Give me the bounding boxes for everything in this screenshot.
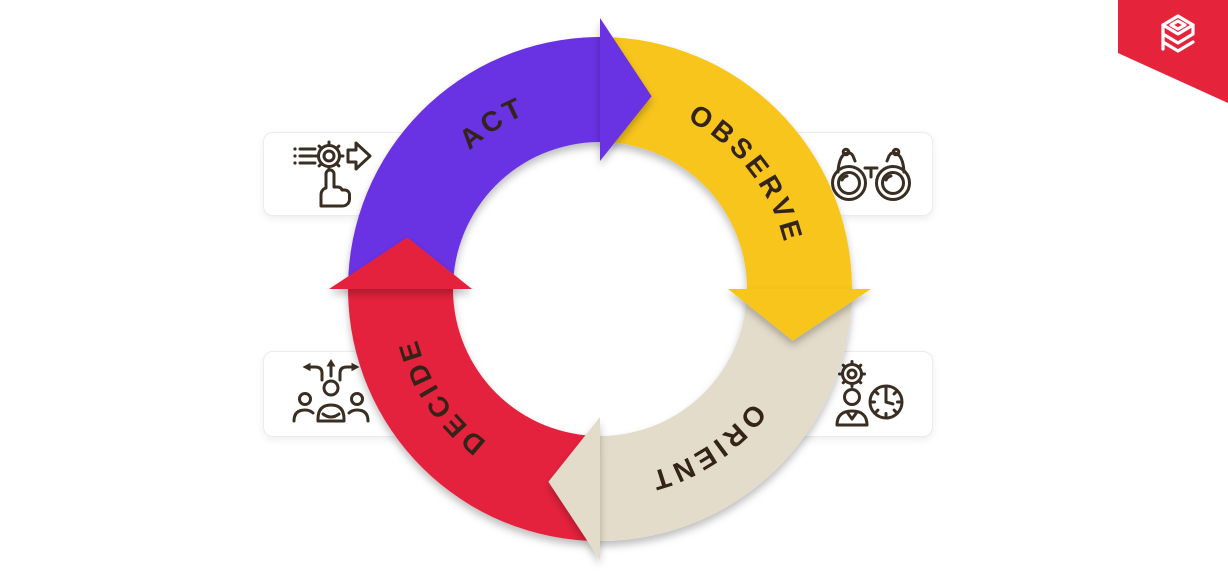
orient-card [748,351,933,437]
stacked-layers-logo [1161,14,1195,53]
arrowhead-observe [728,289,871,341]
segment-label-act: ACT [453,90,530,155]
arrowhead-orient [548,417,600,560]
person-gear-clock-icon [835,360,904,427]
arrowhead-act [600,18,652,161]
observe-card [748,132,933,216]
act-card [263,132,448,216]
binoculars-icon [831,147,911,201]
gear-hand-arrow-icon [293,140,372,208]
brand-ribbon [1118,0,1228,103]
person-choice-arrows-icon [292,359,370,423]
decide-card [263,351,448,437]
arrowhead-decide [329,237,472,289]
ribbon-background [1118,0,1228,103]
